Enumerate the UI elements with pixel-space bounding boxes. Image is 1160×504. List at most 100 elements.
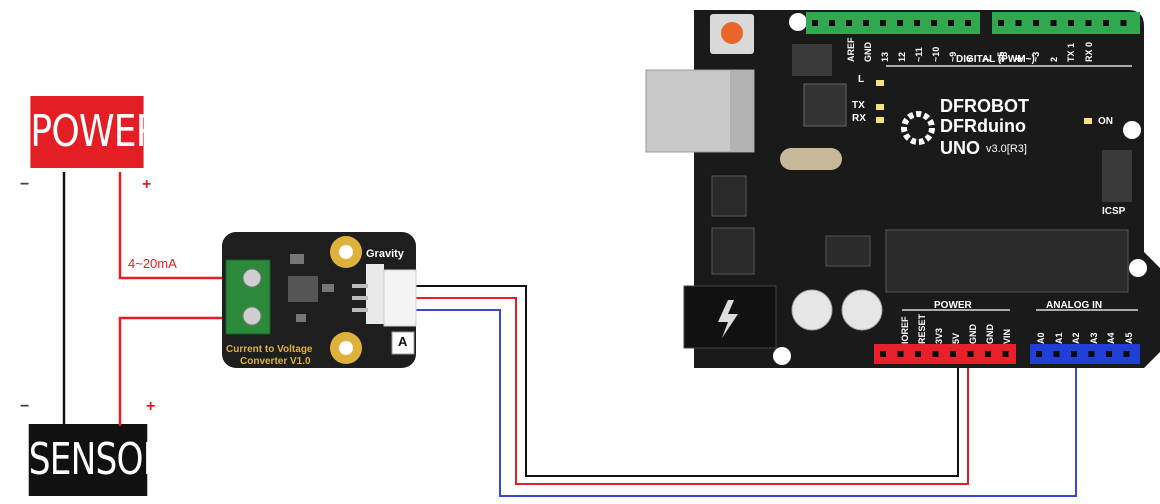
analog-pin-hole-5 (1123, 351, 1130, 357)
analog-pin-hole-0 (1036, 351, 1042, 357)
led-l (876, 80, 884, 86)
digital-pin-label: ~5 (996, 51, 1006, 62)
digital-pin-label: 8 (965, 56, 975, 62)
digital-pin-label: AREF (846, 37, 856, 63)
digital-pin-hole-left-2 (846, 20, 852, 26)
led-label-rx: RX (852, 113, 866, 124)
power-pin-hole-3 (932, 351, 939, 357)
digital-pin-holes-left (812, 20, 971, 26)
dfrobot-gear-icon (901, 111, 935, 145)
reset-button (721, 22, 743, 44)
usb-chip (803, 83, 847, 127)
board-uno: UNO (940, 138, 980, 158)
analog-header-label: ANALOG IN (1046, 300, 1103, 311)
arduino-board (645, 10, 1160, 368)
digital-pin-hole-right-0 (998, 20, 1004, 26)
power-minus-sign: − (20, 176, 30, 193)
analog-header (1030, 344, 1140, 364)
board-brand: DFROBOT (940, 96, 1029, 116)
analog-pin-hole-3 (1088, 351, 1095, 357)
analog-pin-label: A3 (1088, 332, 1099, 344)
digital-pin-hole-left-7 (931, 20, 937, 26)
digital-pin-label: 4 (1013, 56, 1024, 62)
module-type-letter: A (398, 334, 408, 349)
converter-module (222, 232, 417, 368)
icsp-header (1102, 150, 1132, 202)
digital-pin-hole-left-6 (914, 20, 920, 26)
digital-pin-label: ~11 (914, 47, 924, 62)
loop-red-wire-bottom (118, 316, 246, 426)
board-hole-4 (773, 347, 791, 365)
power-header-label: POWER (934, 300, 972, 311)
smd-part-1 (290, 254, 304, 264)
power-pin-hole-2 (915, 351, 921, 357)
digital-pin-hole-right-7 (1120, 20, 1127, 26)
vcc-signal-wire (414, 297, 969, 485)
digital-pin-hole-right-1 (1015, 20, 1022, 26)
power-pin-hole-6 (985, 351, 991, 357)
gravity-connector-back (366, 264, 384, 324)
digital-pin-hole-left-1 (829, 20, 835, 26)
loop-current-label: 4~20mA (128, 256, 177, 271)
power-pin-hole-5 (967, 351, 974, 357)
digital-pin-hole-left-0 (812, 20, 818, 26)
digital-pin-label: 2 (1048, 56, 1059, 62)
mcu-chip (885, 229, 1129, 293)
digital-pin-label: GND (863, 42, 873, 62)
digital-pin-hole-left-5 (897, 20, 903, 26)
power-pin-hole-4 (950, 351, 956, 357)
capacitor-2 (841, 289, 883, 331)
digital-pin-label: TX 1 (1066, 42, 1076, 62)
analog-pin-holes (1036, 351, 1130, 357)
power-pin-label: IOREF (900, 316, 910, 344)
digital-pin-label: ~9 (948, 51, 958, 62)
power-plus-sign: + (142, 176, 152, 193)
board-hole-1 (789, 13, 807, 31)
smd-part-2 (322, 284, 334, 292)
led-tx (876, 104, 884, 110)
converter-name-line1: Current to Voltage (226, 344, 313, 355)
power-pin-hole-7 (1002, 351, 1009, 357)
power-pin-label: RESET (917, 313, 927, 344)
led-rx (876, 117, 884, 123)
connector-pin-2 (352, 296, 368, 300)
digital-pin-hole-right-6 (1103, 20, 1109, 26)
analog-pin-label: A4 (1106, 332, 1116, 344)
regulator-2 (711, 227, 755, 275)
digital-pin-hole-left-4 (880, 20, 886, 26)
power-pin-hole-0 (880, 351, 886, 357)
analog-pin-label: A5 (1123, 332, 1134, 344)
smd-part-3 (296, 314, 306, 322)
power-pin-label: GND (968, 324, 978, 344)
regulator-1 (711, 175, 747, 217)
sensor-label: SENSOR (28, 424, 167, 496)
power-pin-label: GND (985, 324, 995, 344)
power-pin-hole-1 (897, 351, 904, 357)
terminal-screw-2 (242, 306, 262, 326)
digital-pin-hole-right-5 (1085, 20, 1092, 26)
small-ic (825, 235, 871, 267)
sensor-plus-sign: + (146, 398, 156, 415)
analog-pin-hole-1 (1053, 351, 1060, 357)
icsp-label: ICSP (1102, 206, 1126, 217)
digital-pin-label: 13 (880, 51, 890, 62)
type-letter-box (391, 331, 415, 355)
connector-pin-1 (352, 284, 368, 288)
power-header (874, 344, 1016, 364)
led-label-l: L (858, 74, 865, 85)
crystal (780, 148, 842, 170)
digital-pin-hole-left-8 (948, 20, 954, 26)
board-model: DFRduino (940, 116, 1026, 136)
digital-header-left (806, 12, 980, 34)
digital-pin-label: 7 (982, 56, 992, 62)
sensor-minus-sign: − (20, 398, 30, 415)
digital-pin-label: RX 0 (1083, 41, 1094, 62)
analog-pin-label: A1 (1053, 332, 1064, 344)
board-version: v3.0[R3] (986, 143, 1027, 155)
usb-port-side (730, 70, 754, 152)
power-pin-label: 5V (951, 332, 961, 344)
board-hole-3 (1129, 259, 1147, 277)
mount-hole-top-inner (339, 245, 353, 259)
power-bolt-icon (718, 300, 738, 338)
